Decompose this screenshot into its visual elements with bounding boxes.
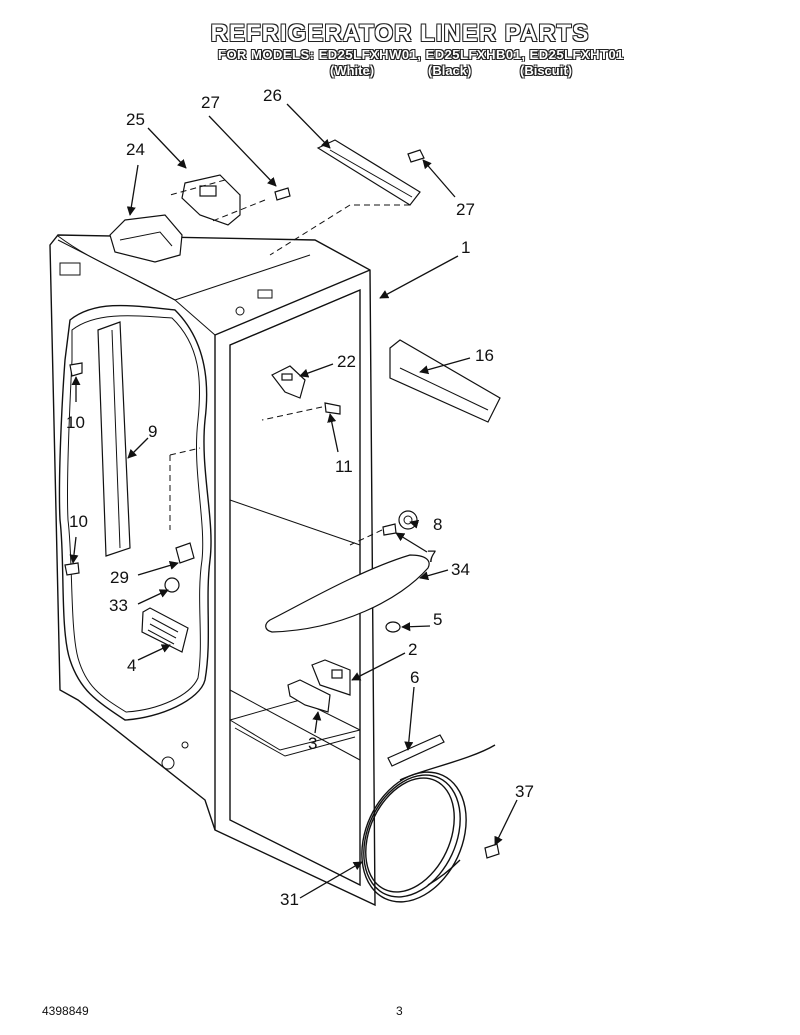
callout-label: 29 [110, 568, 129, 587]
variant-white: (White) [330, 63, 375, 78]
callout-label: 33 [109, 596, 128, 615]
callout-label: 34 [451, 560, 470, 579]
callout-label: 31 [280, 890, 299, 909]
part-27-screw-right [407, 149, 425, 163]
callout-label: 25 [126, 110, 145, 129]
part-27-screw-left [274, 187, 291, 201]
callout-label: 1 [461, 238, 470, 257]
callout-label: 10 [69, 512, 88, 531]
callout-label: 26 [263, 86, 282, 105]
part-7-screw [382, 523, 397, 536]
part-26-rail [316, 139, 421, 206]
callout-label: 16 [475, 346, 494, 365]
part-34-shield [265, 554, 430, 633]
callout-label: 5 [433, 610, 442, 629]
part-33-bulb [164, 577, 180, 593]
callout-label: 3 [308, 734, 317, 753]
callout-label: 24 [126, 140, 145, 159]
part-11-screw [324, 402, 341, 415]
callout-label: 22 [337, 352, 356, 371]
part-3-bracket [287, 679, 331, 713]
variant-black: (Black) [428, 63, 472, 78]
part-6-tube [387, 734, 445, 767]
part-8-knob [398, 510, 418, 530]
callout-label: 7 [427, 547, 436, 566]
callout-label: 6 [410, 668, 419, 687]
models-line: FOR MODELS: ED25LFXHW01, ED25LFXHB01, ED… [218, 47, 624, 62]
part-9-rail [97, 321, 131, 557]
refrigerator-liner [49, 234, 376, 907]
diagram-title: REFRIGERATOR LINER PARTS [210, 20, 590, 47]
part-24-housing [109, 214, 183, 263]
callout-label: 37 [515, 782, 534, 801]
variant-biscuit: (Biscuit) [520, 63, 572, 78]
callout-label: 4 [127, 656, 136, 675]
part-31-tubing [361, 744, 496, 903]
part-5-nut [385, 621, 401, 633]
part-29-socket [175, 542, 195, 564]
callout-label: 10 [66, 413, 85, 432]
callout-label: 11 [335, 457, 353, 476]
callout-label: 2 [408, 640, 417, 659]
part-10-screw-lower [64, 562, 80, 576]
callout-label: 8 [433, 515, 442, 534]
part-22-clip [271, 365, 306, 399]
part-10-screw-upper [69, 362, 83, 377]
page-number: 3 [396, 1004, 403, 1018]
part-37-screw [484, 843, 500, 859]
callout-label: 9 [148, 422, 157, 441]
document-number: 4398849 [42, 1004, 89, 1018]
callout-label: 27 [201, 93, 220, 112]
callout-label: 27 [456, 200, 475, 219]
part-4-grille [141, 607, 189, 653]
part-2-bracket [311, 659, 351, 696]
part-16-bracket [389, 339, 501, 423]
part-25-bracket [181, 174, 241, 226]
